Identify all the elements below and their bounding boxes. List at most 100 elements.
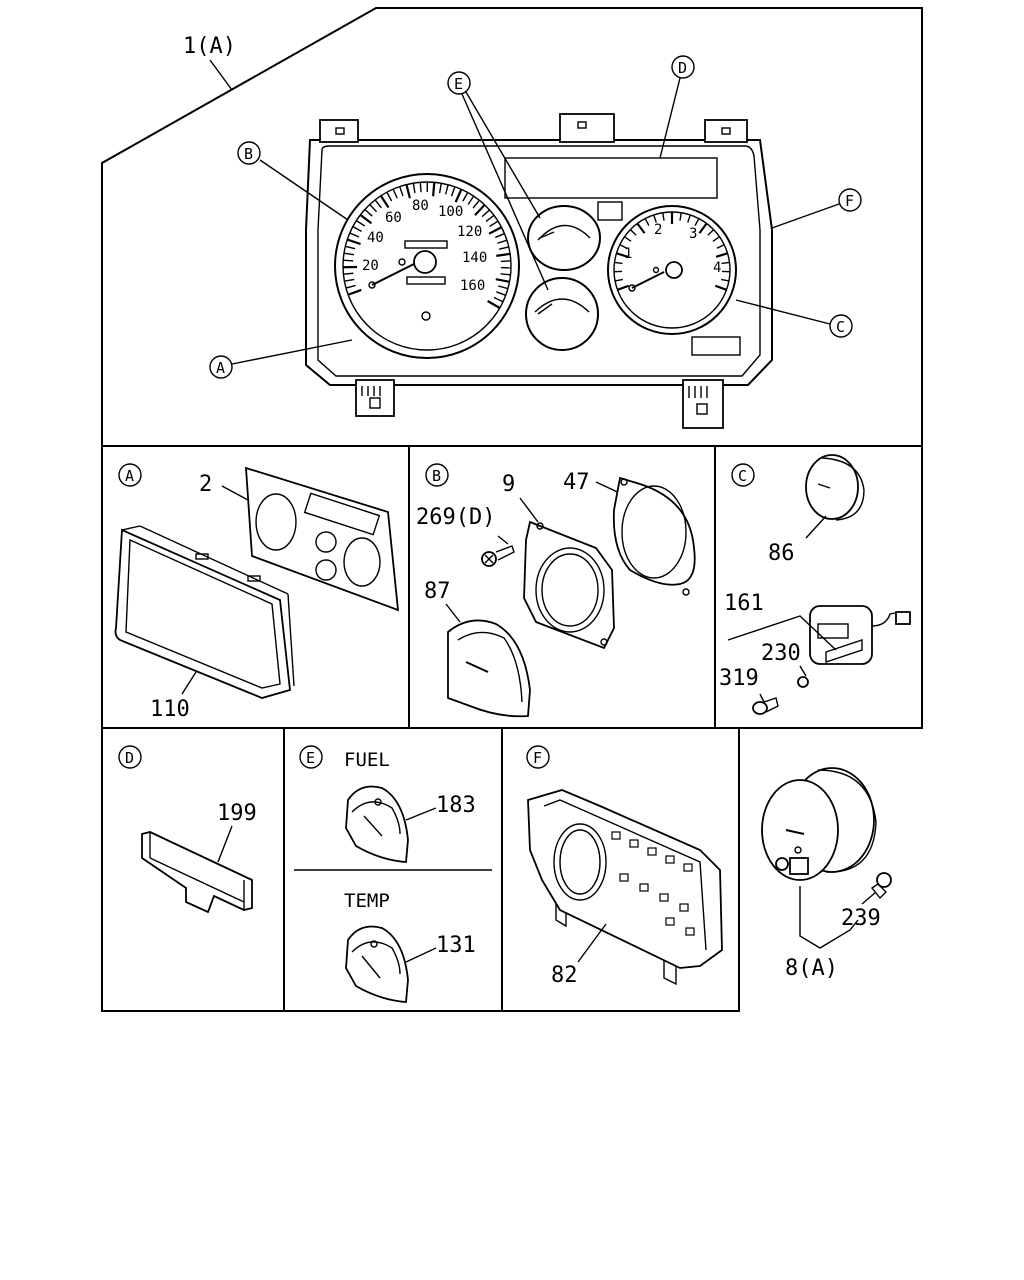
tachometer-tick <box>715 252 728 258</box>
svg-text:C: C <box>836 318 845 336</box>
part-131-label: 131 <box>436 933 476 958</box>
speedometer-tick <box>462 192 469 202</box>
detail-panel-b: B 9 47 269(D) 87 <box>416 463 696 718</box>
speedometer-tick <box>345 245 356 250</box>
speedometer-tick <box>432 182 436 197</box>
svg-text:B: B <box>244 145 253 163</box>
panel-c-letter: C <box>738 467 747 485</box>
tacho-label-3: 3 <box>689 226 697 242</box>
svg-text:F: F <box>845 192 854 210</box>
tachometer-ticks <box>614 212 730 291</box>
board-hole <box>647 847 657 856</box>
speedo-label-100: 100 <box>438 204 463 220</box>
speedo-label-120: 120 <box>457 224 482 240</box>
tachometer-tick <box>720 278 730 282</box>
svg-text:D: D <box>678 59 687 77</box>
panel-b-letter: B <box>432 467 441 485</box>
detail-panel-f: F 82 <box>526 745 723 988</box>
tachometer-tick <box>694 218 700 226</box>
tachometer-tick <box>624 236 632 242</box>
speedometer-tick <box>444 184 449 195</box>
part-230-label: 230 <box>761 641 801 666</box>
speedo-label-160: 160 <box>460 278 485 294</box>
speedo-label-80: 80 <box>412 198 429 214</box>
speedo-label-40: 40 <box>367 230 384 246</box>
speedometer-tick <box>450 186 456 197</box>
fuel-gauge-small <box>527 205 601 271</box>
speedometer-tick <box>485 214 495 222</box>
speedometer-tick <box>494 232 505 239</box>
part-86-label: 86 <box>768 541 795 566</box>
speedometer-tick <box>496 252 511 257</box>
speedometer-tick <box>488 226 503 235</box>
svg-text:E: E <box>454 75 463 93</box>
speedometer-tick <box>399 186 404 197</box>
tachometer-tick <box>716 244 725 249</box>
part-239-label: 239 <box>841 906 881 931</box>
tachometer: 1 2 3 4 <box>607 205 737 335</box>
tachometer-tick <box>662 212 665 221</box>
tachometer-tick <box>629 229 637 236</box>
panel-a-letter: A <box>125 467 134 485</box>
callout-a: A <box>209 339 353 379</box>
speedometer-tick <box>345 284 356 289</box>
speedometer-tick <box>481 209 491 218</box>
part-161-label: 161 <box>724 591 764 616</box>
speedo-label-140: 140 <box>462 250 487 266</box>
speedometer-tick <box>495 278 510 283</box>
part-183-label: 183 <box>436 793 476 818</box>
board-hole <box>629 839 639 848</box>
speedometer-tick <box>454 188 463 203</box>
speedometer-tick <box>438 183 442 194</box>
detail-panel-bulb-gauge: 239 8(A) <box>761 767 892 981</box>
callout-c: C <box>735 299 853 338</box>
part-87-label: 87 <box>424 579 451 604</box>
speedometer-tick <box>498 285 509 290</box>
speedometer-tick <box>346 238 361 246</box>
speedometer-tick <box>343 252 354 256</box>
board-hole <box>665 855 675 864</box>
tachometer-tick <box>698 222 708 234</box>
speedometer-tick <box>347 288 362 296</box>
circuit-board-holes <box>611 831 695 936</box>
instrument-cluster-assembly: 1(A) 20 40 60 80 100 <box>183 34 862 429</box>
tachometer-tick <box>714 284 727 291</box>
assembly-label: 1(A) <box>183 34 236 59</box>
speedometer-tick <box>472 199 480 209</box>
board-hole <box>685 927 695 936</box>
tacho-label-2: 2 <box>654 222 662 238</box>
temp-title: TEMP <box>344 890 390 912</box>
speedometer-tick <box>412 183 416 194</box>
speedometer: 20 40 60 80 100 120 140 160 <box>334 173 520 359</box>
speedometer-tick <box>343 272 354 275</box>
tachometer-tick <box>707 229 715 236</box>
speedometer-tick <box>497 239 508 244</box>
speedometer-tick <box>392 188 398 199</box>
part-47-label: 47 <box>563 470 590 495</box>
detail-panel-c: C 86 161 230 319 <box>719 454 911 715</box>
speedometer-tick <box>369 204 378 213</box>
part-319-label: 319 <box>719 666 759 691</box>
speedometer-tick <box>386 191 393 202</box>
speedometer-tick <box>500 273 511 276</box>
speedometer-tick <box>344 278 355 282</box>
speedometer-ticks <box>342 181 511 309</box>
board-hole <box>611 831 621 840</box>
callout-d: D <box>659 55 695 159</box>
speedometer-tick <box>474 204 486 216</box>
speedometer-tick <box>349 232 360 238</box>
tachometer-tick <box>712 236 720 242</box>
diagram-frames <box>101 7 923 1012</box>
tachometer-tick <box>679 212 682 221</box>
fuel-title: FUEL <box>344 749 390 771</box>
callout-e: E <box>447 71 549 291</box>
tachometer-tick <box>614 278 624 282</box>
part-199-label: 199 <box>217 801 257 826</box>
speedometer-tick <box>467 195 475 205</box>
svg-text:A: A <box>216 359 225 377</box>
detail-panel-e: E FUEL 183 TEMP 131 <box>299 745 476 1003</box>
speedometer-tick <box>487 300 501 309</box>
fuel-gauge-part <box>345 785 409 863</box>
tachometer-tick <box>617 284 630 291</box>
